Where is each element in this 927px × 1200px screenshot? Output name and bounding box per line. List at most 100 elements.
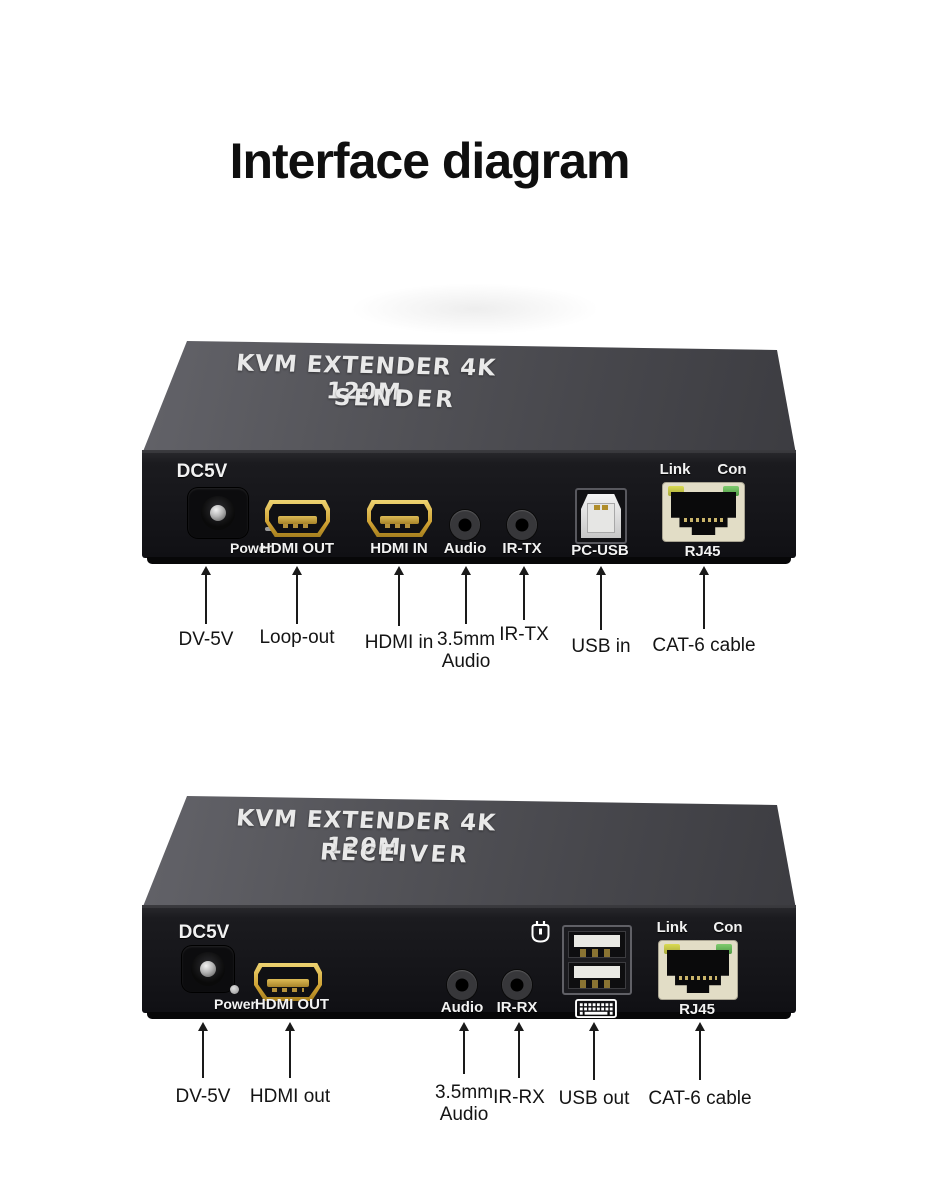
background-shadow bbox=[350, 283, 600, 335]
callout-cat6-cable: CAT-6 cable bbox=[635, 1088, 765, 1110]
callout-35mm-audio: 3.5mm Audio bbox=[404, 1082, 524, 1126]
callout-35mm-audio: 3.5mm Audio bbox=[406, 629, 526, 673]
hdmi-port-inner bbox=[258, 967, 318, 997]
ir-tx-jack bbox=[507, 510, 537, 540]
con-label: Con bbox=[717, 461, 747, 478]
keyboard-icon bbox=[575, 999, 617, 1018]
rj45-opening bbox=[667, 950, 729, 993]
callout-arrow bbox=[596, 566, 606, 630]
usb-b-core bbox=[587, 503, 615, 533]
callout-cat6-cable: CAT-6 cable bbox=[639, 635, 769, 657]
callout-label: DV-5V bbox=[175, 1086, 231, 1107]
callout-ir-tx: IR-TX bbox=[464, 624, 584, 646]
dc-jack-pin bbox=[210, 505, 226, 521]
hdmi-tongue bbox=[379, 515, 420, 524]
hdmi-in-label: HDMI IN bbox=[370, 540, 428, 557]
callout-loop-out: Loop-out bbox=[237, 627, 357, 649]
callout-label: DV-5V bbox=[178, 629, 234, 650]
usb-b-port bbox=[575, 488, 627, 544]
hdmi-out-label: HDMI OUT bbox=[254, 996, 330, 1013]
hdmi-port-inner bbox=[371, 504, 428, 533]
ir-rx-label: IR-RX bbox=[496, 999, 538, 1016]
hdmi-tongue bbox=[277, 515, 318, 524]
power-led bbox=[230, 985, 239, 994]
rj45-contacts bbox=[684, 517, 723, 522]
link-label: Link bbox=[659, 461, 691, 478]
audio-label: Audio bbox=[443, 540, 487, 557]
link-led bbox=[664, 944, 680, 954]
usb-a-tongue bbox=[574, 935, 620, 947]
sender-top-label-line2: SENDER bbox=[332, 384, 458, 414]
callout-usb-in: USB in bbox=[541, 636, 661, 658]
dc-power-jack bbox=[182, 946, 234, 992]
callout-label: USB in bbox=[571, 636, 631, 657]
callout-arrow bbox=[699, 566, 709, 629]
rj45-opening bbox=[671, 492, 736, 535]
callout-label: Audio bbox=[439, 1104, 489, 1125]
ir-tx-label: IR-TX bbox=[502, 540, 542, 557]
callout-label: 3.5mm bbox=[434, 1082, 494, 1103]
pc-usb-label: PC-USB bbox=[571, 542, 629, 559]
callout-label: Loop-out bbox=[259, 627, 335, 648]
audio-jack bbox=[450, 510, 480, 540]
callout-usb-out: USB out bbox=[534, 1088, 654, 1110]
power-label: Power bbox=[229, 540, 272, 556]
power-led bbox=[265, 527, 274, 531]
power-label: Power bbox=[213, 996, 256, 1012]
usb-a-port-top bbox=[568, 931, 626, 958]
callout-label: 3.5mm bbox=[436, 629, 496, 650]
callout-dv-5v: DV-5V bbox=[146, 629, 266, 651]
receiver-top-label-line2: RECEIVER bbox=[318, 839, 472, 869]
sender-top-face: KVM EXTENDER 4K 120M SENDER bbox=[142, 341, 796, 454]
dc-jack-hole bbox=[201, 496, 235, 530]
audio-jack bbox=[447, 970, 477, 1000]
callout-arrow bbox=[695, 1022, 705, 1080]
callout-arrow bbox=[394, 566, 404, 626]
usb-b-pin bbox=[594, 505, 600, 510]
callout-arrow bbox=[292, 566, 302, 624]
callout-ir-rx: IR-RX bbox=[459, 1087, 579, 1109]
callout-arrow bbox=[514, 1022, 524, 1078]
con-led bbox=[716, 944, 732, 954]
callout-dv-5v: DV-5V bbox=[143, 1086, 263, 1108]
dc-jack-pin bbox=[200, 961, 216, 977]
callout-arrow bbox=[589, 1022, 599, 1080]
hdmi-out-label: HDMI OUT bbox=[259, 540, 335, 557]
hdmi-out-port bbox=[254, 963, 322, 1001]
usb-a-port-bottom bbox=[568, 962, 626, 989]
callout-label: USB out bbox=[558, 1088, 630, 1109]
callout-arrow bbox=[461, 566, 471, 624]
callout-arrow bbox=[459, 1022, 469, 1074]
hdmi-tongue bbox=[267, 979, 309, 987]
usb-a-dual-port bbox=[562, 925, 632, 995]
hdmi-out-port bbox=[265, 500, 330, 537]
link-led bbox=[668, 486, 684, 496]
callout-arrow bbox=[519, 566, 529, 620]
audio-label: Audio bbox=[440, 999, 484, 1016]
receiver-top-face: KVM EXTENDER 4K 120M RECEIVER bbox=[142, 796, 796, 909]
callout-label: CAT-6 cable bbox=[652, 635, 756, 656]
callout-label: Audio bbox=[441, 651, 491, 672]
plug-icon bbox=[531, 921, 550, 943]
dc5v-label: DC5V bbox=[178, 922, 230, 943]
con-label: Con bbox=[713, 919, 743, 936]
rj45-port bbox=[662, 482, 745, 542]
rj45-contacts bbox=[679, 975, 717, 980]
callout-arrow bbox=[285, 1022, 295, 1078]
callout-label: HDMI in bbox=[364, 632, 434, 653]
dc-power-jack bbox=[188, 488, 248, 538]
page-title: Interface diagram bbox=[229, 132, 631, 189]
usb-b-shell bbox=[581, 494, 621, 538]
callout-label: IR-TX bbox=[499, 624, 549, 645]
callout-label: IR-RX bbox=[493, 1087, 545, 1108]
rj45-label: RJ45 bbox=[684, 543, 721, 560]
callout-arrow bbox=[198, 1022, 208, 1078]
con-led bbox=[723, 486, 739, 496]
usb-a-tongue bbox=[574, 966, 620, 978]
usb-b-pin bbox=[602, 505, 608, 510]
callout-hdmi-out: HDMI out bbox=[230, 1086, 350, 1108]
ir-rx-jack bbox=[502, 970, 532, 1000]
callout-arrow bbox=[201, 566, 211, 624]
dc-jack-hole bbox=[191, 952, 225, 986]
